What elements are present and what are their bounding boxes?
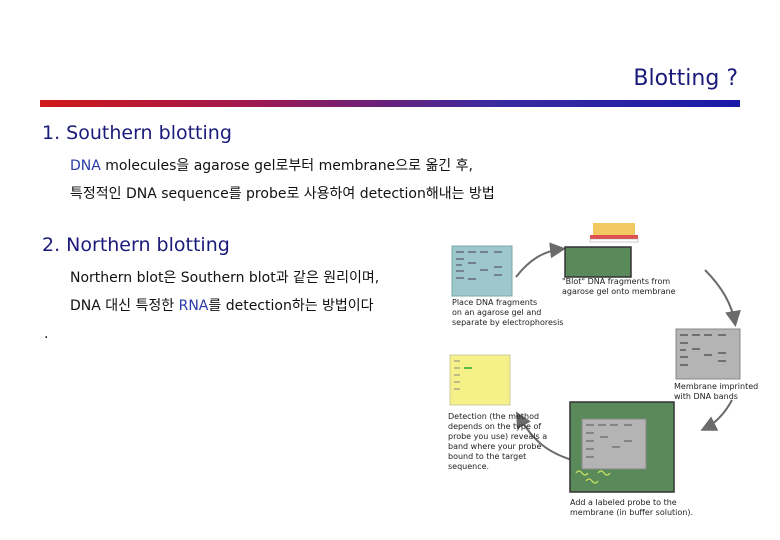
caption-detection-line: sequence.	[448, 462, 490, 471]
detection-film	[449, 354, 511, 406]
heading-southern: 1. Southern blotting	[42, 122, 232, 144]
caption-detection-line: Detection (the method	[448, 412, 540, 421]
agarose-gel	[451, 245, 513, 297]
caption-detection-line: depends on the type of	[448, 422, 542, 431]
caption-probe-line: Add a labeled probe to the	[570, 498, 677, 507]
caption-membrane-line: with DNA bands	[674, 392, 738, 401]
rna-highlight: RNA	[178, 298, 209, 314]
southern-line-2: 특정적인 DNA sequence를 probe로 사용하여 detection…	[70, 186, 495, 202]
heading-northern: 2. Northern blotting	[42, 234, 230, 256]
caption-membrane: Membrane imprinted with DNA bands	[674, 382, 758, 402]
northern-line-1: Northern blot은 Southern blot과 같은 원리이며,	[70, 270, 380, 286]
northern-line-2-before: DNA 대신 특정한	[70, 298, 179, 314]
paper-stack	[593, 223, 635, 235]
northern-line-2-after: 를 detection하는 방법이다	[208, 298, 374, 314]
caption-gel-line: on an agarose gel and	[452, 308, 542, 317]
northern-line-2: DNA 대신 특정한 RNA를 detection하는 방법이다	[70, 295, 374, 315]
dna-highlight: DNA	[70, 158, 101, 174]
caption-probe-line: membrane (in buffer solution).	[570, 508, 694, 517]
blotting-diagram: Place DNA fragments on an agarose gel an…	[440, 215, 770, 535]
membrane-imprinted	[675, 328, 741, 380]
arrow-blot-to-membrane	[704, 269, 741, 327]
arrow-gel-to-blot	[515, 242, 566, 278]
caption-detection-line: band where your probe	[448, 442, 542, 451]
caption-detection: Detection (the method depends on the typ…	[448, 412, 547, 472]
caption-gel-line: separate by electrophoresis	[452, 318, 564, 327]
arrow-membrane-to-probe	[700, 399, 733, 431]
bullet-dot: .	[44, 326, 49, 342]
caption-gel: Place DNA fragments on an agarose gel an…	[452, 298, 563, 328]
southern-line-1: DNA molecules을 agarose gel로부터 membrane으로…	[70, 155, 473, 175]
caption-detection-line: bound to the target	[448, 452, 527, 461]
slide-title: Blotting ?	[633, 66, 738, 91]
arrow-probe-to-detection	[516, 411, 573, 461]
caption-probe: Add a labeled probe to the membrane (in …	[570, 498, 693, 518]
caption-blot-line: "Blot" DNA fragments from	[562, 277, 671, 286]
title-rule	[40, 100, 740, 107]
caption-blot-line: agarose gel onto membrane	[562, 287, 676, 296]
diagram-svg	[449, 223, 741, 493]
blot-tray	[564, 246, 632, 278]
caption-gel-line: Place DNA fragments	[452, 298, 538, 307]
caption-detection-line: probe you use) reveals a	[448, 432, 548, 441]
southern-line-1-text: molecules을 agarose gel로부터 membrane으로 옮긴 …	[100, 158, 473, 174]
caption-membrane-line: Membrane imprinted	[674, 382, 759, 391]
caption-blot: "Blot" DNA fragments from agarose gel on…	[562, 277, 676, 297]
